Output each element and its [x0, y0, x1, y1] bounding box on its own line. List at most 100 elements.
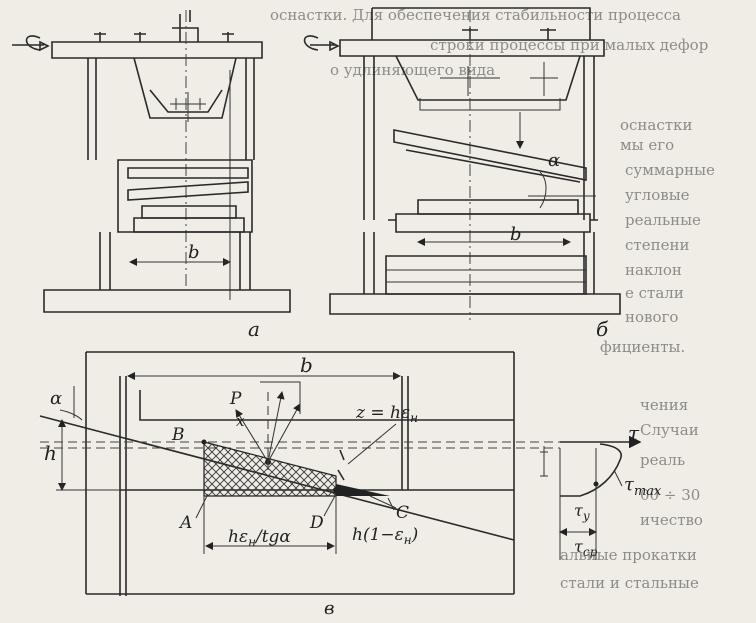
top-bridge-b	[371, 7, 591, 40]
bg-line: реальные	[625, 211, 701, 229]
bg-line: суммарные	[625, 161, 715, 179]
right-guide-step	[337, 449, 345, 481]
panel-c-h-label: h	[44, 441, 57, 465]
bg-line: ичество	[640, 511, 703, 529]
point-B-dot	[201, 439, 207, 445]
point-P-label: P	[229, 389, 242, 409]
h-one-minus-label: h(1−εн)	[352, 525, 418, 547]
left-guides	[119, 376, 127, 470]
point-x-label: x	[236, 412, 245, 430]
base-plate	[43, 289, 291, 313]
lower-plate	[133, 217, 245, 233]
tau-y-label: τу	[574, 501, 590, 523]
top-screw	[172, 10, 199, 42]
bg-line: альные прокатки	[560, 546, 697, 564]
force-arrow-2	[267, 403, 301, 463]
wedge-plate	[127, 181, 249, 201]
cradle-b	[395, 55, 581, 101]
drive-arrow-icon	[39, 40, 50, 52]
panel-a-label: a	[248, 317, 260, 341]
cradle	[133, 57, 237, 119]
panel-a-dim-label: b	[188, 242, 200, 263]
alpha-arc	[59, 409, 83, 421]
bg-line: степени	[625, 236, 689, 254]
tau-ref-lines	[559, 448, 597, 560]
left-guides-lower	[119, 470, 127, 596]
point-B-label: B	[171, 425, 185, 445]
workpiece-a	[141, 205, 237, 219]
die-block	[117, 159, 253, 233]
drive-arrow-b-icon	[329, 40, 340, 52]
tau-cp-label: τср	[574, 537, 598, 559]
tau-point	[593, 481, 599, 487]
frame-columns-b	[363, 56, 595, 220]
leader-lines	[195, 493, 395, 519]
point-D-dot	[333, 487, 339, 493]
panel-b-angle-label: α	[548, 150, 560, 171]
drive-arc-b	[303, 35, 319, 51]
angle-arc-b	[539, 171, 547, 209]
z-leader	[347, 423, 397, 465]
cradle-b-base	[419, 98, 561, 111]
top-beam-b	[339, 39, 605, 57]
workpiece-b	[417, 199, 579, 215]
bg-line: оснастки	[620, 116, 692, 134]
tau-max-leader	[613, 469, 623, 487]
bg-line: фициенты.	[600, 338, 685, 356]
h-eps-label: hεн/tgα	[228, 527, 291, 549]
bg-line: 00 ÷ 30	[640, 486, 700, 504]
force-box	[260, 381, 301, 414]
bg-line: стали и стальные	[560, 574, 699, 592]
drive-arc	[25, 35, 41, 51]
bg-line: строки процессы при малых дефор	[430, 36, 708, 54]
panel-c-frame	[85, 352, 515, 594]
point-C-label: C	[396, 503, 409, 523]
cradle-fixture	[170, 92, 206, 122]
bg-line: чения	[640, 396, 688, 414]
bg-line: о удлиняющего вида	[330, 61, 495, 79]
slanted-die-edge	[405, 149, 581, 183]
force-P-arrow	[267, 391, 285, 463]
panel-c-label: в	[324, 598, 334, 619]
top-bolts	[94, 32, 234, 42]
base-block-b	[385, 255, 587, 295]
panel-a-press: b a	[12, 10, 291, 341]
background-text: оснастки. Для обеспечения стабильности п…	[270, 6, 715, 592]
base-columns-b	[363, 232, 595, 294]
right-guides	[401, 376, 409, 490]
upper-block-edge	[139, 390, 514, 421]
dim-small-ticks	[540, 451, 548, 477]
tau-curve	[560, 443, 622, 497]
panel-c-alpha-label: α	[50, 388, 62, 409]
panel-b-label: б	[596, 317, 609, 341]
bg-line: нового	[625, 308, 678, 326]
top-beam	[51, 41, 263, 59]
tau-label: τ	[628, 421, 640, 445]
slanted-die	[393, 129, 587, 181]
base-plate-b	[329, 293, 621, 315]
bottom-ext-lines	[203, 496, 337, 554]
frame-columns	[87, 58, 255, 160]
h-one-minus-leader	[369, 495, 397, 509]
bg-line: е стали	[625, 284, 684, 302]
bg-line: мы его	[620, 136, 674, 154]
bg-line: наклон	[625, 261, 682, 279]
upper-plate	[127, 167, 249, 179]
z-eq-label: z = hεн	[355, 403, 418, 425]
bg-line: реаль	[640, 451, 685, 469]
bg-line: угловые	[625, 186, 690, 204]
lower-die-b	[395, 213, 591, 233]
point-A-label: A	[178, 513, 192, 533]
force-arrow-3	[235, 409, 269, 463]
stagnant-zone	[336, 484, 390, 496]
bg-line: Случаи	[640, 421, 699, 439]
panel-b-press: α b б	[303, 7, 621, 341]
panel-c-b-label: b	[300, 353, 313, 377]
base-columns	[99, 232, 251, 290]
panel-c-diagram: b α h B A D C P x z = hεн	[39, 351, 662, 619]
base-block-lines	[386, 269, 586, 283]
panel-b-dim-label: b	[510, 224, 522, 245]
tau-max-label: τmax	[624, 474, 662, 499]
point-D-label: D	[309, 513, 324, 533]
